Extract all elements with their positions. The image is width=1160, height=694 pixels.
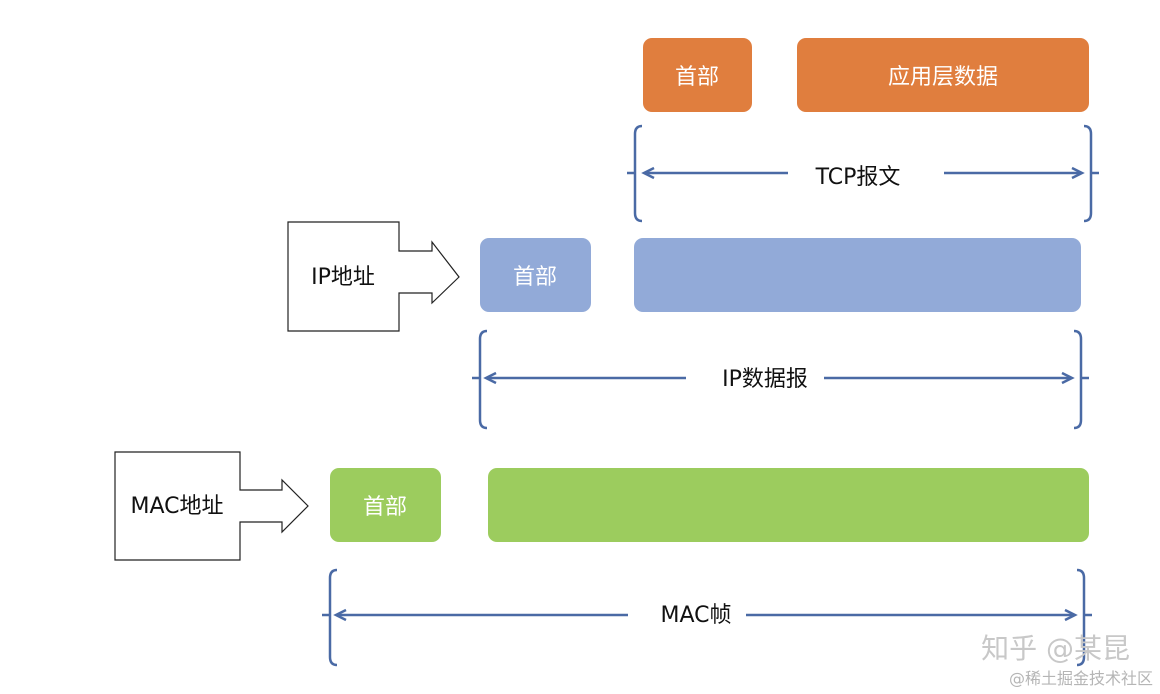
ip-header-box xyxy=(480,238,591,312)
mac-span-bracket xyxy=(322,568,1092,667)
app-data-box xyxy=(797,38,1089,112)
app-data-label: 应用层数据 xyxy=(888,65,998,90)
ip-address-label: IP地址 xyxy=(311,265,375,290)
mac-payload-box xyxy=(488,468,1089,542)
mac-header-box xyxy=(330,468,441,542)
mac-span-label: MAC帧 xyxy=(660,603,731,628)
mac-address-label: MAC地址 xyxy=(130,494,223,519)
tcp-span-label: TCP报文 xyxy=(815,165,901,190)
tcp-span-arrows xyxy=(641,166,1085,180)
watermark-primary: 知乎 @某昆 xyxy=(981,632,1130,665)
mac-header-label: 首部 xyxy=(363,495,407,520)
ip-address-callout xyxy=(287,221,460,332)
mac-layer: MAC地址 首部 MAC帧 xyxy=(114,451,1092,667)
ip-span-label: IP数据报 xyxy=(722,367,808,392)
mac-address-callout xyxy=(114,451,309,561)
ip-layer: IP地址 首部 IP数据报 xyxy=(287,221,1089,430)
watermark-secondary: @稀土掘金技术社区 xyxy=(1009,669,1153,688)
ip-header-label: 首部 xyxy=(513,265,557,290)
ip-span-bracket xyxy=(472,329,1089,430)
ip-payload-box xyxy=(634,238,1081,312)
mac-span-arrows xyxy=(333,608,1078,622)
tcp-span-bracket xyxy=(627,124,1099,223)
tcp-header-box xyxy=(643,38,752,112)
tcp-layer: 首部 应用层数据 TCP报文 xyxy=(627,38,1099,223)
ip-span-arrows xyxy=(483,371,1075,385)
tcp-header-label: 首部 xyxy=(675,65,719,90)
